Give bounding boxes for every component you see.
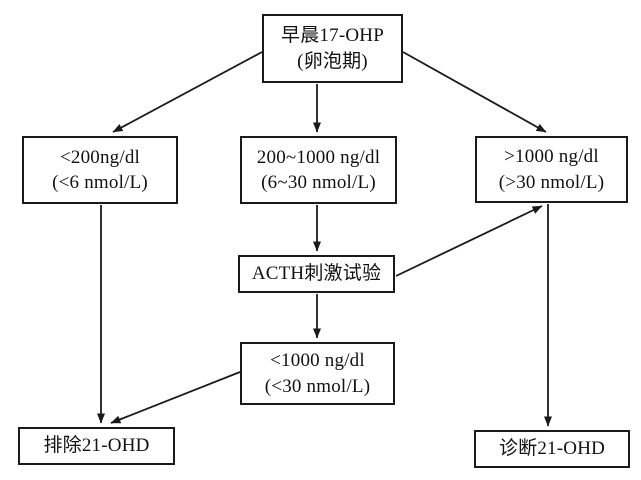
edge-top-to-right-arrow xyxy=(402,51,547,133)
node-morning-17ohp: 早晨17-OHP (卵泡期) xyxy=(262,14,403,83)
node-acth-stimulation-test-label: ACTH刺激试验 xyxy=(251,263,382,285)
node-morning-17ohp-label: 早晨17-OHP xyxy=(281,25,384,47)
node-morning-17ohp-sublabel: (卵泡期) xyxy=(297,50,368,72)
node-diagnose-21ohd-label: 诊断21-OHD xyxy=(498,438,606,460)
node-post-acth-under-1000-label: <1000 ng/dl xyxy=(270,350,365,372)
node-200-to-1000-label: 200~1000 ng/dl xyxy=(256,146,381,168)
node-under-200-label: <200ng/dl xyxy=(59,146,141,168)
node-post-acth-under-1000: <1000 ng/dl (<30 nmol/L) xyxy=(240,342,395,405)
edge-top-to-left-arrow xyxy=(112,51,263,133)
node-post-acth-under-1000-sublabel: (<30 nmol/L) xyxy=(264,375,371,397)
node-over-1000: >1000 ng/dl (>30 nmol/L) xyxy=(475,136,628,203)
node-exclude-21ohd: 排除21-OHD xyxy=(18,427,175,465)
node-under-200-sublabel: (<6 nmol/L) xyxy=(52,172,148,193)
node-under-200: <200ng/dl (<6 nmol/L) xyxy=(22,136,178,204)
node-exclude-21ohd-label: 排除21-OHD xyxy=(43,435,150,457)
edge-acth-to-right-arrow xyxy=(395,205,543,277)
node-200-to-1000-sublabel: (6~30 nmol/L) xyxy=(261,172,376,193)
node-over-1000-label: >1000 ng/dl xyxy=(504,146,599,168)
edge-postacth-to-exclude-arrow xyxy=(110,371,241,424)
node-acth-stimulation-test: ACTH刺激试验 xyxy=(238,255,395,293)
node-200-to-1000: 200~1000 ng/dl (6~30 nmol/L) xyxy=(240,136,397,204)
node-diagnose-21ohd: 诊断21-OHD xyxy=(474,430,630,468)
node-over-1000-sublabel: (>30 nmol/L) xyxy=(498,171,605,193)
